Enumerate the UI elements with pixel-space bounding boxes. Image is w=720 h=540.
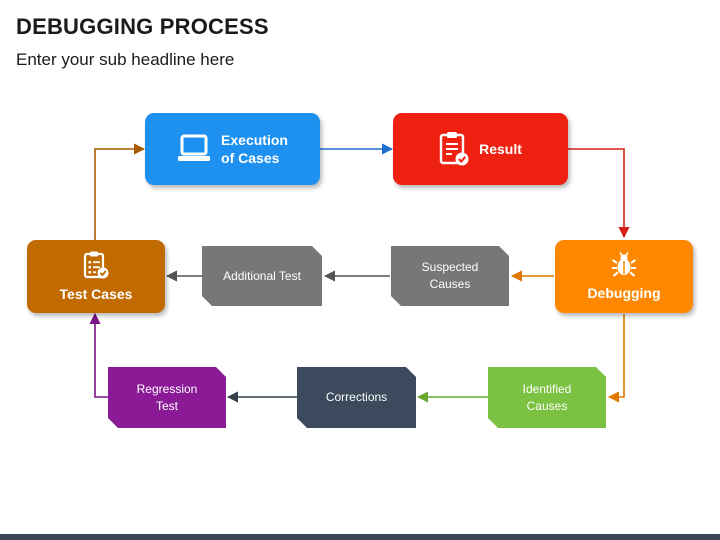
page-title: DEBUGGING PROCESS <box>16 14 269 39</box>
debugging-box: Debugging <box>555 240 693 313</box>
arrow-testcases-to-execution <box>94 143 146 240</box>
debugging-label: Debugging <box>587 284 661 301</box>
test-cases-box: Test Cases <box>27 240 165 313</box>
test-cases-label: Test Cases <box>59 285 133 302</box>
additional-test-box: Additional Test <box>202 246 322 306</box>
arrow-debugging-to-identified <box>607 314 625 403</box>
identified-causes-label: Identified Causes <box>522 381 572 413</box>
checklist-icon <box>83 251 109 278</box>
arrow-result-to-debugging <box>568 148 630 239</box>
execution-of-cases-box: Execution of Cases <box>145 113 320 185</box>
execution-of-cases-label: Execution of Cases <box>221 132 288 166</box>
page-subtitle: Enter your sub headline here <box>16 50 235 69</box>
suspected-causes-label: Suspected Causes <box>421 260 479 291</box>
corrections-label: Corrections <box>325 390 388 404</box>
result-label: Result <box>479 141 522 157</box>
result-box: Result <box>393 113 568 185</box>
additional-test-label: Additional Test <box>223 268 301 283</box>
footer-bar <box>0 534 720 540</box>
clipboard-check-icon <box>439 132 469 166</box>
identified-causes-box: Identified Causes <box>488 367 606 428</box>
regression-test-label: Regression Test <box>136 381 198 413</box>
suspected-causes-box: Suspected Causes <box>391 246 509 306</box>
arrow-regression-to-testcases <box>89 312 108 398</box>
regression-test-box: Regression Test <box>108 367 226 428</box>
corrections-box: Corrections <box>297 367 416 428</box>
laptop-icon <box>178 134 211 161</box>
bug-icon <box>611 251 637 277</box>
